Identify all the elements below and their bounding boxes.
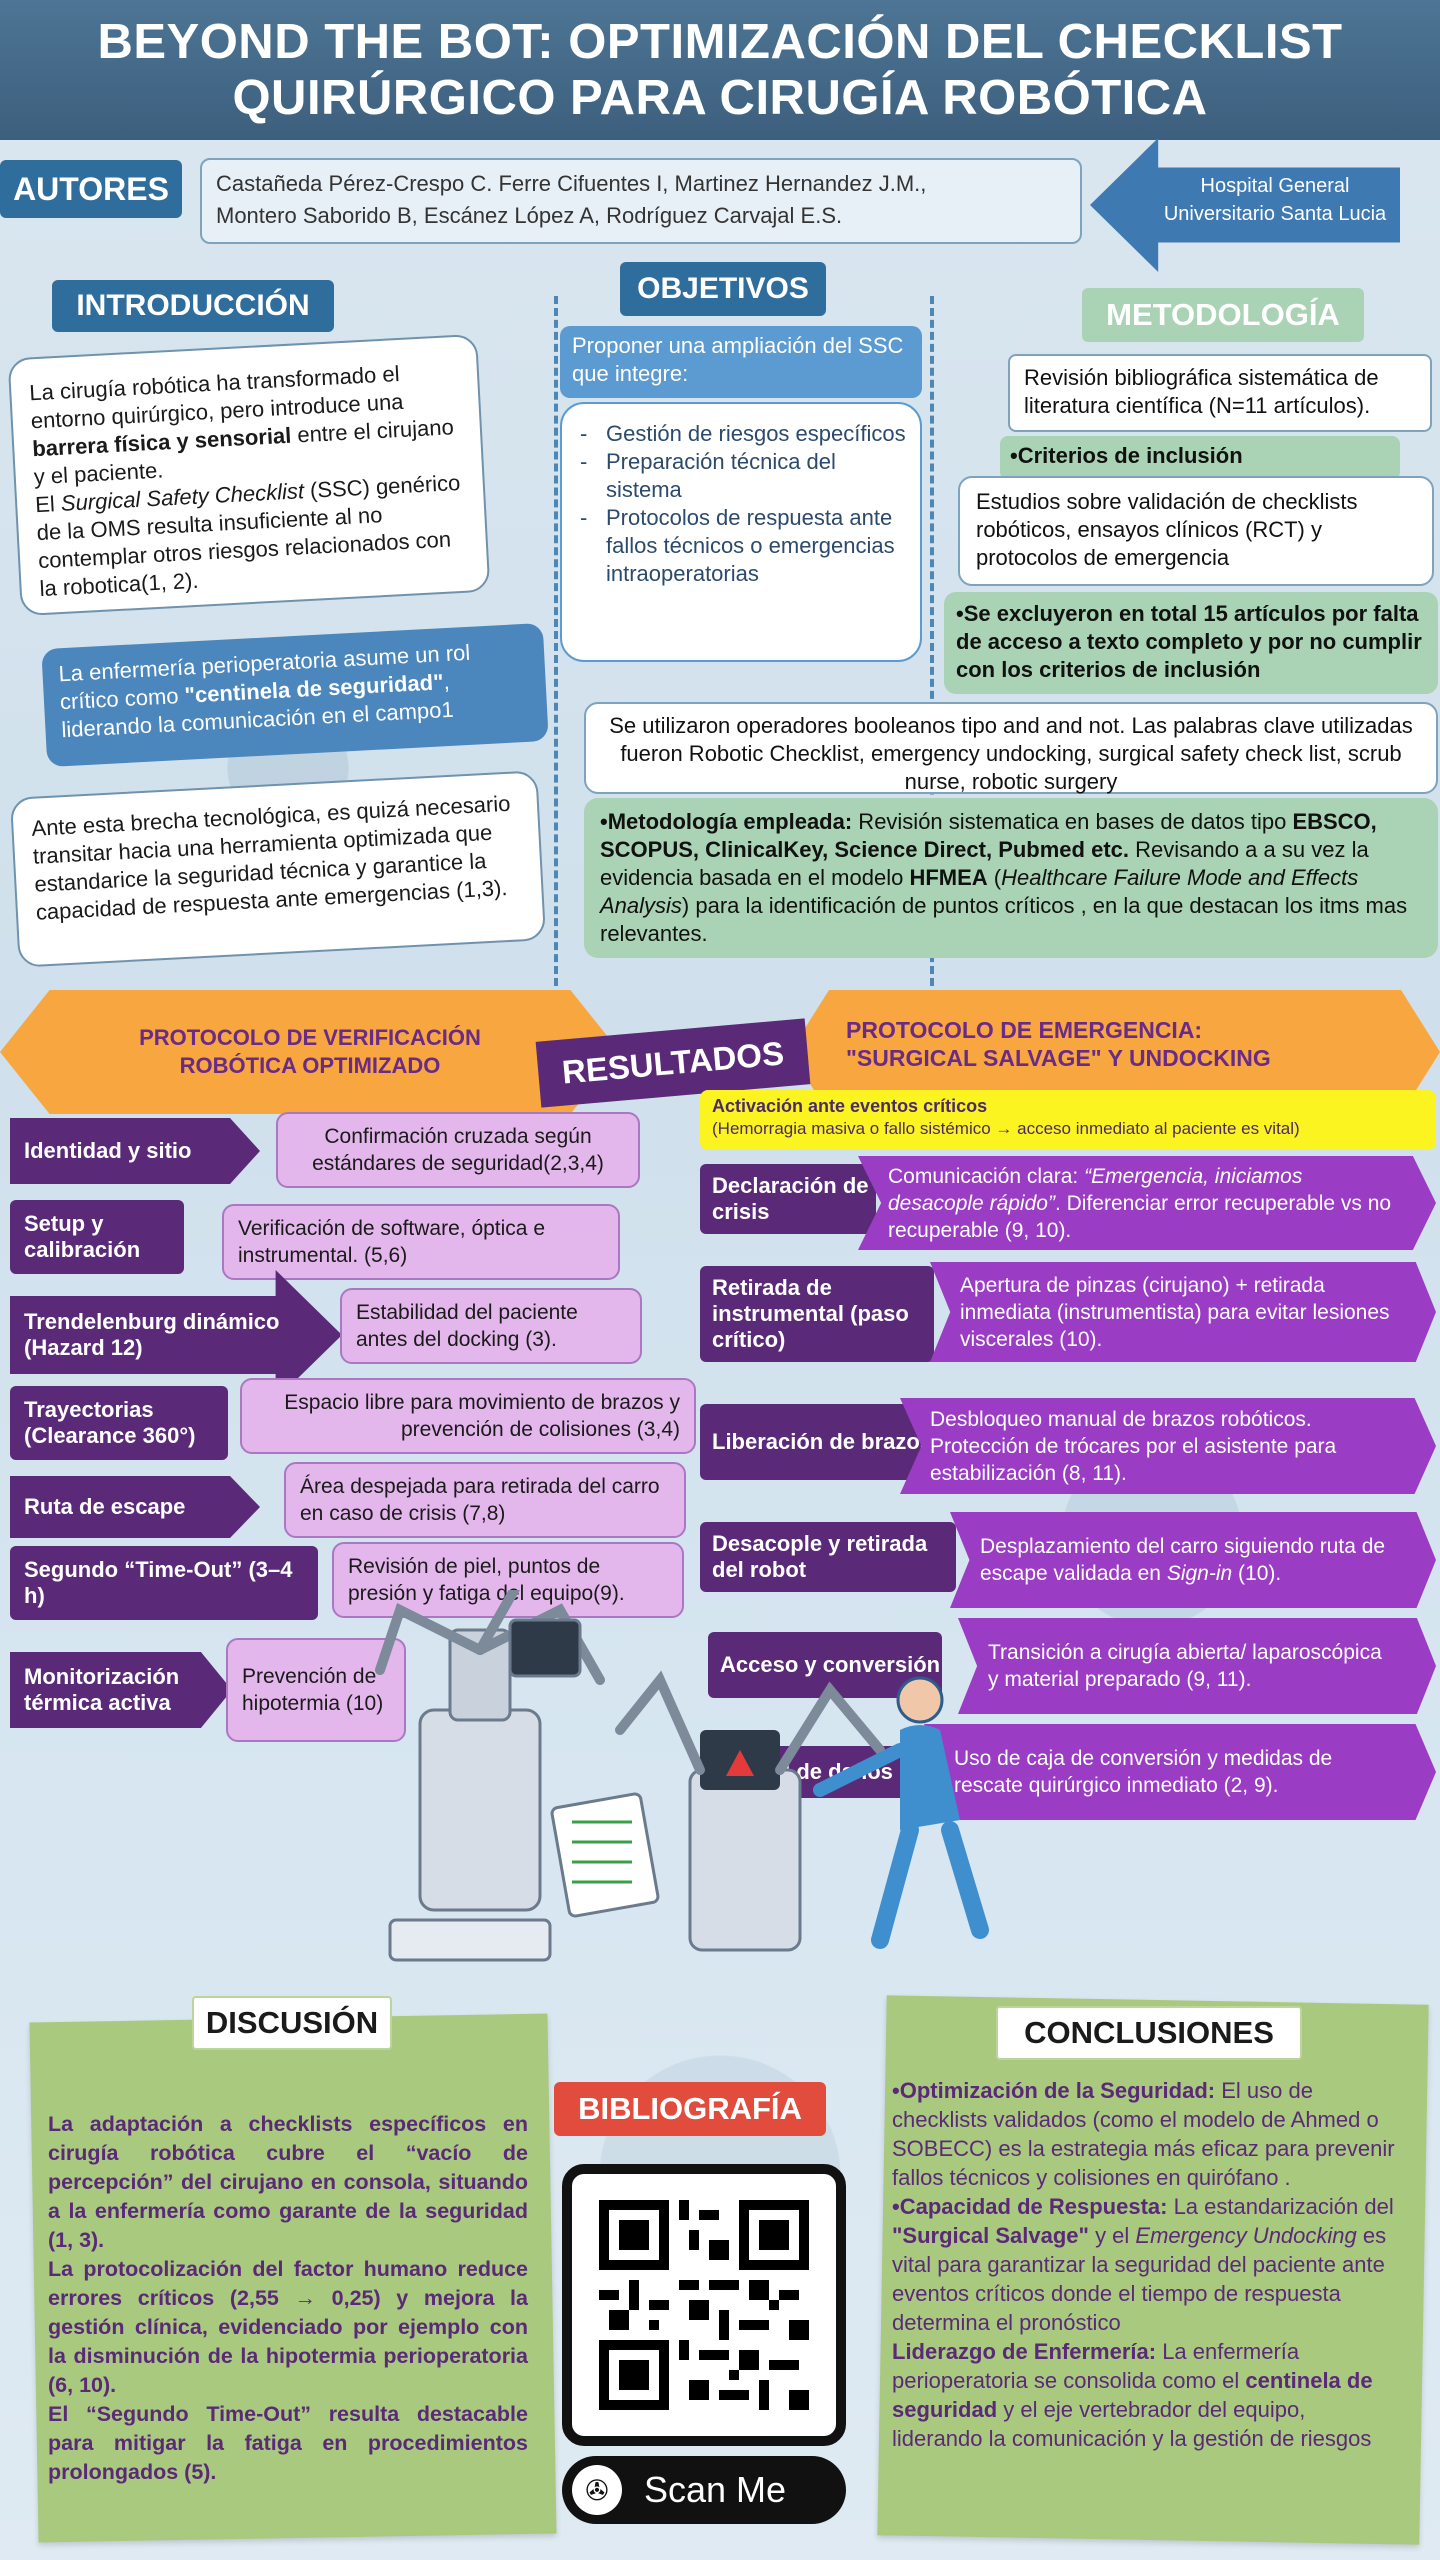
hospital-line-1: Hospital General [1200, 175, 1350, 197]
robot-illustration [375, 1590, 989, 1962]
intro-paragraph-2: El Surgical Safety Checklist (SSC) genér… [34, 469, 461, 602]
emerg-text-5: Transición a cirugía abierta/ laparoscóp… [958, 1618, 1436, 1714]
emergencia-title-line-1: PROTOCOLO DE EMERGENCIA: [846, 1017, 1203, 1043]
objetivo-item: Protocolos de respuesta ante fallos técn… [574, 504, 912, 588]
poster-title: BEYOND THE BOT: OPTIMIZACIÓN DEL CHECKLI… [97, 14, 1342, 126]
emerg-label-2: Retirada de instrumental (paso crítico) [700, 1266, 934, 1362]
intro-paragraph-3: La enfermería perioperatoria asume un ro… [57, 639, 471, 743]
activacion-box: Activación ante eventos críticos (Hemorr… [700, 1090, 1436, 1150]
emerg-text-2: Apertura de pinzas (cirujano) + retirada… [930, 1262, 1436, 1362]
autores-label: AUTORES [0, 160, 182, 218]
metodologia-text-3: Estudios sobre validación de checklists … [976, 489, 1358, 570]
metodologia-text-6: •Metodología empleada: Revisión sistemat… [600, 809, 1408, 946]
poster-header: BEYOND THE BOT: OPTIMIZACIÓN DEL CHECKLI… [0, 0, 1440, 140]
authors-box: Castañeda Pérez-Crespo C. Ferre Cifuente… [200, 158, 1082, 244]
metodologia-text-4: •Se excluyeron en total 15 artículos por… [956, 601, 1422, 682]
conclusiones-text: •Optimización de la Seguridad: El uso de… [892, 2076, 1400, 2526]
hospital-name: Hospital General Universitario Santa Luc… [1150, 172, 1400, 238]
discusion-paragraph-1: La adaptación a checklists específicos e… [48, 2112, 528, 2252]
intro-box-1: La cirugía robótica ha transformado el e… [7, 333, 491, 617]
verif-text-1: Confirmación cruzada según estándares de… [276, 1112, 640, 1188]
verif-label-7: Monitorización térmica activa [10, 1652, 232, 1728]
metodologia-text-5: Se utilizaron operadores booleanos tipo … [609, 713, 1413, 794]
verif-text-5: Área despejada para retirada del carro e… [284, 1462, 686, 1538]
metodologia-box-4: •Se excluyeron en total 15 artículos por… [944, 592, 1438, 694]
verif-label-6: Segundo “Time-Out” (3–4 h) [10, 1546, 318, 1620]
verificacion-banner [0, 990, 620, 1114]
emerg-label-1: Declaración de crisis [700, 1164, 876, 1234]
hospital-line-2: Universitario Santa Lucia [1163, 203, 1387, 225]
scan-icon: ✇ [572, 2465, 622, 2515]
conclusion-3: Liderazgo de Enfermería: La enfermería p… [892, 2339, 1373, 2451]
intro-paragraph-4: Ante esta brecha tecnológica, es quizá n… [30, 790, 511, 925]
conclusiones-label: CONCLUSIONES [996, 2006, 1302, 2060]
metodologia-box-6: •Metodología empleada: Revisión sistemat… [584, 798, 1438, 958]
title-line-2: QUIRÚRGICO PARA CIRUGÍA ROBÓTICA [232, 71, 1208, 125]
verif-label-5: Ruta de escape [10, 1476, 260, 1538]
emerg-label-5: Acceso y conversión [708, 1632, 942, 1698]
intro-paragraph-1: La cirugía robótica ha transformado el e… [28, 361, 455, 490]
objetivos-list: Gestión de riesgos específicos Preparaci… [574, 420, 912, 588]
objetivos-list-box: Gestión de riesgos específicos Preparaci… [560, 402, 922, 662]
conclusion-2: •Capacidad de Respuesta: La estandarizac… [892, 2194, 1394, 2335]
verif-label-1: Identidad y sitio [10, 1118, 260, 1184]
criterios-inclusion-heading: •Criterios de inclusión [1010, 443, 1243, 468]
discusion-text: La adaptación a checklists específicos e… [48, 2110, 528, 2510]
authors-line-1: Castañeda Pérez-Crespo C. Ferre Cifuente… [216, 171, 927, 196]
metodologia-text-1: Revisión bibliográfica sistemática de li… [1024, 365, 1379, 418]
emerg-text-4: Desplazamiento del carro siguiendo ruta … [950, 1512, 1436, 1608]
objetivos-label: OBJETIVOS [620, 262, 826, 316]
authors-line-2: Montero Saborido B, Escánez López A, Rod… [216, 203, 843, 228]
qr-code-frame[interactable] [562, 2164, 846, 2446]
verificacion-title-line-2: ROBÓTICA OPTIMIZADO [179, 1053, 441, 1078]
activacion-subtitle: (Hemorragia masiva o fallo sistémico → a… [712, 1119, 1300, 1138]
discusion-paragraph-3: El “Segundo Time-Out” resulta destacable… [48, 2402, 528, 2484]
discusion-paragraph-2: La protocolización del factor humano red… [48, 2257, 528, 2397]
metodologia-box-3: Estudios sobre validación de checklists … [958, 476, 1434, 586]
verif-text-7: Prevención de hipotermia (10) [226, 1638, 406, 1742]
verif-label-4: Trayectorias (Clearance 360°) [10, 1386, 228, 1460]
verif-label-2: Setup y calibración [10, 1200, 184, 1274]
objetivos-dashed-frame [554, 296, 934, 986]
conclusion-1: •Optimización de la Seguridad: El uso de… [892, 2078, 1395, 2190]
verificacion-title: PROTOCOLO DE VERIFICACIÓN ROBÓTICA OPTIM… [90, 1024, 530, 1084]
emerg-label-3: Liberación de brazos [700, 1404, 934, 1480]
metodologia-box-1: Revisión bibliográfica sistemática de li… [1008, 354, 1432, 432]
metodologia-box-2: •Criterios de inclusión [1000, 436, 1400, 480]
intro-box-3: Ante esta brecha tecnológica, es quizá n… [9, 770, 547, 968]
emerg-text-3: Desbloqueo manual de brazos robóticos. P… [900, 1398, 1436, 1494]
emerg-text-6: Uso de caja de conversión y medidas de r… [924, 1724, 1436, 1820]
objetivo-item: Preparación técnica del sistema [574, 448, 912, 504]
introduccion-label: INTRODUCCIÓN [52, 280, 334, 332]
emerg-text-1: Comunicación clara: “Emergencia, iniciam… [858, 1156, 1436, 1250]
verif-text-2: Verificación de software, óptica e instr… [222, 1204, 620, 1280]
emerg-label-4: Desacople y retirada del robot [700, 1522, 956, 1592]
verif-text-4: Espacio libre para movimiento de brazos … [240, 1378, 696, 1454]
scan-me-label: Scan Me [644, 2469, 787, 2510]
activacion-title: Activación ante eventos críticos [712, 1096, 988, 1116]
verif-text-3: Estabilidad del paciente antes del docki… [340, 1288, 642, 1364]
scan-me-button[interactable]: ✇ Scan Me [562, 2456, 846, 2524]
objetivo-item: Gestión de riesgos específicos [574, 420, 912, 448]
bibliografia-label: BIBLIOGRAFÍA [554, 2082, 826, 2136]
metodologia-label: METODOLOGÍA [1082, 288, 1364, 342]
verificacion-title-line-1: PROTOCOLO DE VERIFICACIÓN [139, 1025, 481, 1050]
emergencia-title-line-2: "SURGICAL SALVAGE" Y UNDOCKING [846, 1045, 1271, 1071]
qr-code-icon [599, 2200, 809, 2410]
discusion-label: DISCUSIÓN [192, 1996, 392, 2050]
title-line-1: BEYOND THE BOT: OPTIMIZACIÓN DEL CHECKLI… [97, 15, 1343, 69]
metodologia-box-5: Se utilizaron operadores booleanos tipo … [584, 702, 1438, 794]
emergencia-title: PROTOCOLO DE EMERGENCIA: "SURGICAL SALVA… [846, 1016, 1366, 1076]
objetivos-intro: Proponer una ampliación del SSC que inte… [560, 326, 922, 398]
